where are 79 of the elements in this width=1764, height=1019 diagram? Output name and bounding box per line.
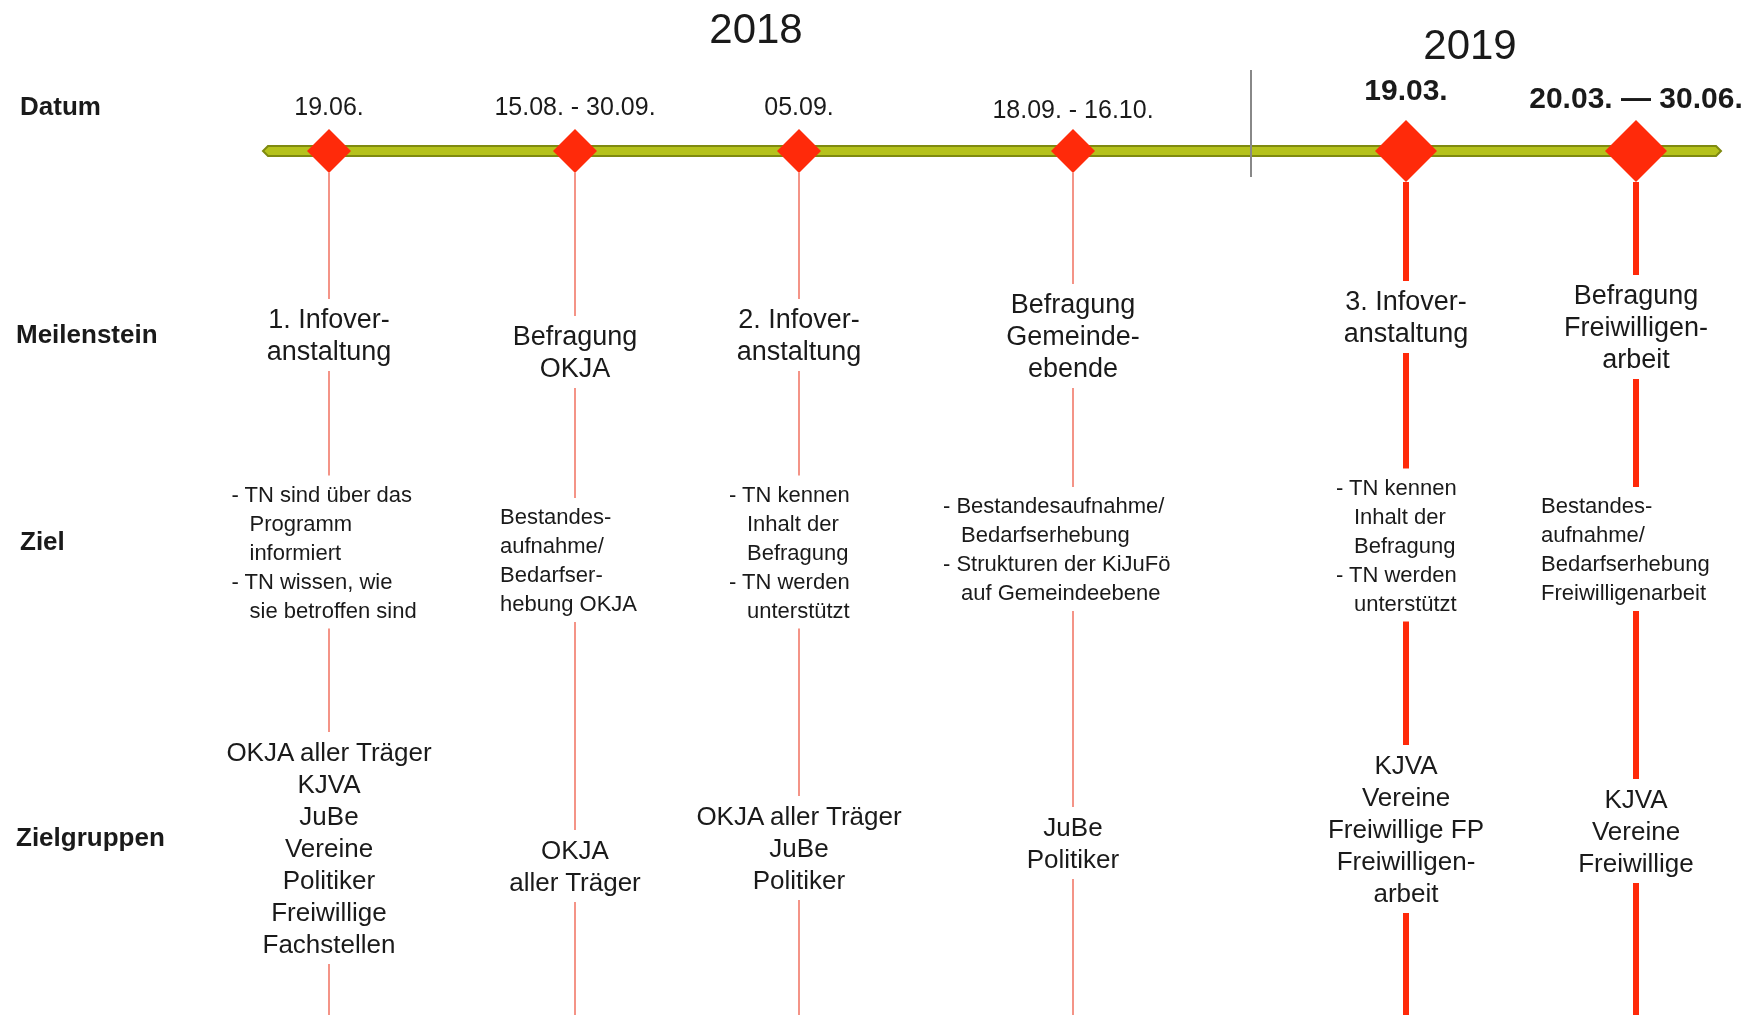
connector-line <box>1072 878 1074 1016</box>
goal-text: - TN wissen, wie sie betroffen sind <box>231 567 418 625</box>
milestone-diamond <box>307 129 351 173</box>
target-group-text: KJVA <box>296 768 362 800</box>
row-label: Meilenstein <box>16 318 158 350</box>
connector-line <box>798 899 800 1016</box>
milestone-diamond <box>777 129 821 173</box>
target-group-text: JuBe <box>1042 811 1104 843</box>
connector-line <box>1633 611 1639 779</box>
connector-line <box>1072 172 1074 285</box>
target-group-text: OKJA aller Träger <box>695 800 903 832</box>
date-label: 19.03. <box>1364 73 1448 107</box>
target-group-text: Freiwillige <box>270 896 388 928</box>
milestone-diamond <box>1605 120 1667 182</box>
connector-line <box>798 370 800 477</box>
milestone-diamond <box>1375 120 1437 182</box>
goal-text: - TN werden unterstützt <box>1336 560 1458 618</box>
goal-text: - TN werden unterstützt <box>729 567 851 625</box>
connector-line <box>1403 621 1409 745</box>
connector-line <box>328 370 330 477</box>
connector-line <box>328 963 330 1016</box>
connector-line <box>1633 182 1639 275</box>
connector-line <box>1403 353 1409 469</box>
goal-text: - TN sind über das Programm informiert <box>231 480 414 567</box>
milestone-text: 3. Infover- anstaltung <box>1342 285 1470 349</box>
goal-text: - TN kennen Inhalt der Befragung <box>729 480 851 567</box>
milestone-diamond <box>553 129 597 173</box>
milestone-text: 1. Infover- anstaltung <box>265 303 393 367</box>
target-group-text: OKJA aller Träger <box>225 736 433 768</box>
milestone-text: 2. Infover- anstaltung <box>735 303 863 367</box>
target-group-text: KJVA <box>1373 749 1439 781</box>
connector-line <box>1072 387 1074 488</box>
connector-line <box>798 627 800 797</box>
connector-line <box>328 172 330 300</box>
goal-text: - Strukturen der KiJuFö auf Gemeindeebene <box>943 550 1172 607</box>
target-group-text: JuBe <box>768 832 830 864</box>
milestone-text: Befragung Gemeinde- ebende <box>1005 288 1141 384</box>
row-label: Ziel <box>20 525 65 557</box>
target-group-text: Vereine <box>283 832 375 864</box>
goal-text: Bestandes- aufnahme/ Bedarfserhebung Freiwilligenarbeit <box>1541 492 1711 607</box>
target-group-text: Politiker <box>281 864 377 896</box>
goal-text: - TN kennen Inhalt der Befragung <box>1336 473 1458 560</box>
connector-line <box>328 627 330 733</box>
connector-line <box>574 901 576 1016</box>
date-label: 18.09. - 16.10. <box>992 94 1154 124</box>
milestone-diamond <box>1051 129 1095 173</box>
target-group-text: Freiwilligen- arbeit <box>1335 845 1477 909</box>
target-group-text: Freiwillige <box>1577 847 1695 879</box>
connector-line <box>574 621 576 831</box>
target-group-text: KJVA <box>1603 783 1669 815</box>
connector-line <box>574 387 576 499</box>
target-group-text: Fachstellen <box>261 928 397 960</box>
connector-line <box>1403 182 1409 281</box>
connector-line <box>798 172 800 300</box>
target-group-text: Vereine <box>1590 815 1682 847</box>
target-group-text: Vereine <box>1360 781 1452 813</box>
milestone-text: Befragung Freiwilligen- arbeit <box>1563 279 1709 375</box>
row-label: Datum <box>20 90 101 122</box>
date-label: 05.09. <box>764 91 834 121</box>
target-group-text: Freiwillige FP <box>1327 813 1485 845</box>
date-label: 15.08. - 30.09. <box>494 91 656 121</box>
connector-line <box>1072 610 1074 808</box>
target-group-text: Politiker <box>1025 843 1121 875</box>
goal-text: - Bestandesaufnahme/ Bedarfserhebung <box>943 492 1166 549</box>
milestone-text: Befragung OKJA <box>511 320 639 384</box>
year-label: 2018 <box>709 5 803 53</box>
target-group-text: aller Träger <box>508 866 642 898</box>
date-label: 19.06. <box>294 91 364 121</box>
goal-text: Bestandes- aufnahme/ Bedarfser- hebung OKJA <box>500 503 638 618</box>
target-group-text: JuBe <box>298 800 360 832</box>
connector-line <box>1403 913 1409 1015</box>
target-group-text: OKJA <box>540 834 610 866</box>
row-label: Zielgruppen <box>16 821 165 853</box>
target-group-text: Politiker <box>751 864 847 896</box>
date-label: 20.03. — 30.06. <box>1529 81 1743 115</box>
connector-line <box>1633 379 1639 487</box>
year-label: 2019 <box>1423 21 1517 69</box>
connector-line <box>1633 883 1639 1015</box>
connector-line <box>574 172 576 317</box>
